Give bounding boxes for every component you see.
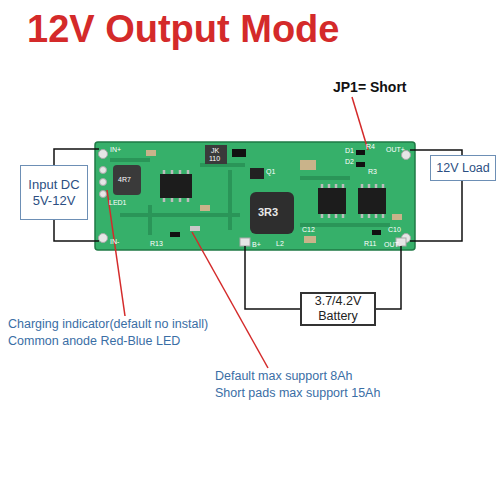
ic-chip <box>358 188 386 214</box>
pcb-trace <box>110 160 390 235</box>
box-label: 3.7/4.2V Battery <box>302 294 374 324</box>
ic-pins <box>322 184 383 218</box>
component-box: Input DC 5V-12V <box>20 165 88 220</box>
resistor-symbol <box>170 232 180 237</box>
jk-part <box>205 145 227 164</box>
capacitor-symbol <box>304 236 316 243</box>
callout-note: Short pads max support 15Ah <box>215 387 380 400</box>
pad <box>100 167 107 174</box>
diagram-title: 12V Output Mode <box>27 10 339 48</box>
pads <box>99 150 411 247</box>
wire <box>376 246 401 309</box>
silkscreen-label: R3 <box>368 168 377 175</box>
box-label: Input DC 5V-12V <box>21 177 87 208</box>
silkscreen-label: R13 <box>150 240 163 247</box>
pad <box>99 150 108 159</box>
pad <box>99 234 108 243</box>
silkscreen-label: C10 <box>388 226 401 233</box>
ic-pins <box>164 170 188 202</box>
silkscreen-label: IN- <box>110 238 119 245</box>
leader-line <box>352 97 368 150</box>
silkscreen-label: 4R7 <box>118 176 131 183</box>
wire <box>410 181 462 241</box>
silkscreen-label: D1 <box>345 147 354 154</box>
silkscreen-label: D2 <box>345 158 354 165</box>
wire <box>54 149 99 165</box>
silkscreen-label: JK <box>211 147 219 154</box>
resistor-symbol <box>356 150 365 155</box>
components <box>113 145 402 243</box>
inductor-symbol <box>113 165 141 195</box>
silkscreen-label: OUT+ <box>386 146 405 153</box>
ic-chip <box>160 174 192 198</box>
box-label: 12V Load <box>436 161 490 176</box>
diode-symbol <box>232 149 246 157</box>
silkscreen-label: LED1 <box>109 199 127 206</box>
callout-note: Charging indicator(default no install) <box>8 318 208 331</box>
silkscreen-label: L2 <box>276 240 284 247</box>
capacitor-symbol <box>200 205 210 211</box>
leader-line <box>107 190 125 316</box>
silkscreen-label: R11 <box>364 240 376 247</box>
wires <box>54 149 462 309</box>
pad <box>100 191 107 198</box>
silkscreen-label: OUT- <box>384 241 401 248</box>
capacitor-symbol <box>300 160 316 170</box>
component-box: 12V Load <box>430 155 496 181</box>
silkscreen-label: Q1 <box>266 168 275 175</box>
silkscreen-label: C12 <box>302 226 315 233</box>
pad <box>100 179 107 186</box>
silkscreen-label: IN+ <box>110 146 121 153</box>
wire <box>54 220 99 241</box>
silkscreen-label: R4 <box>366 143 375 150</box>
callout-note: Default max support 8Ah <box>215 370 353 383</box>
capacitor-symbol <box>146 150 156 156</box>
silkscreen-label: B+ <box>252 241 261 248</box>
transistor-symbol <box>250 168 264 179</box>
silkscreen-label: 3R3 <box>258 207 278 218</box>
pcb-board <box>95 142 415 250</box>
wire <box>245 246 300 309</box>
component-box: 3.7/4.2V Battery <box>300 292 376 326</box>
pcb-outline <box>95 142 415 250</box>
resistor-symbol <box>356 162 365 167</box>
silkscreen-label: 110 <box>209 155 220 162</box>
jumper-note: JP1= Short <box>333 80 407 94</box>
callout-note: Common anode Red-Blue LED <box>8 335 180 348</box>
capacitor-symbol <box>392 214 402 220</box>
ic-chip <box>318 188 346 214</box>
pad <box>240 238 250 246</box>
leader-line <box>192 232 268 368</box>
inductor-symbol <box>250 192 294 234</box>
solder-pads <box>190 226 200 231</box>
resistor-symbol <box>372 230 381 235</box>
